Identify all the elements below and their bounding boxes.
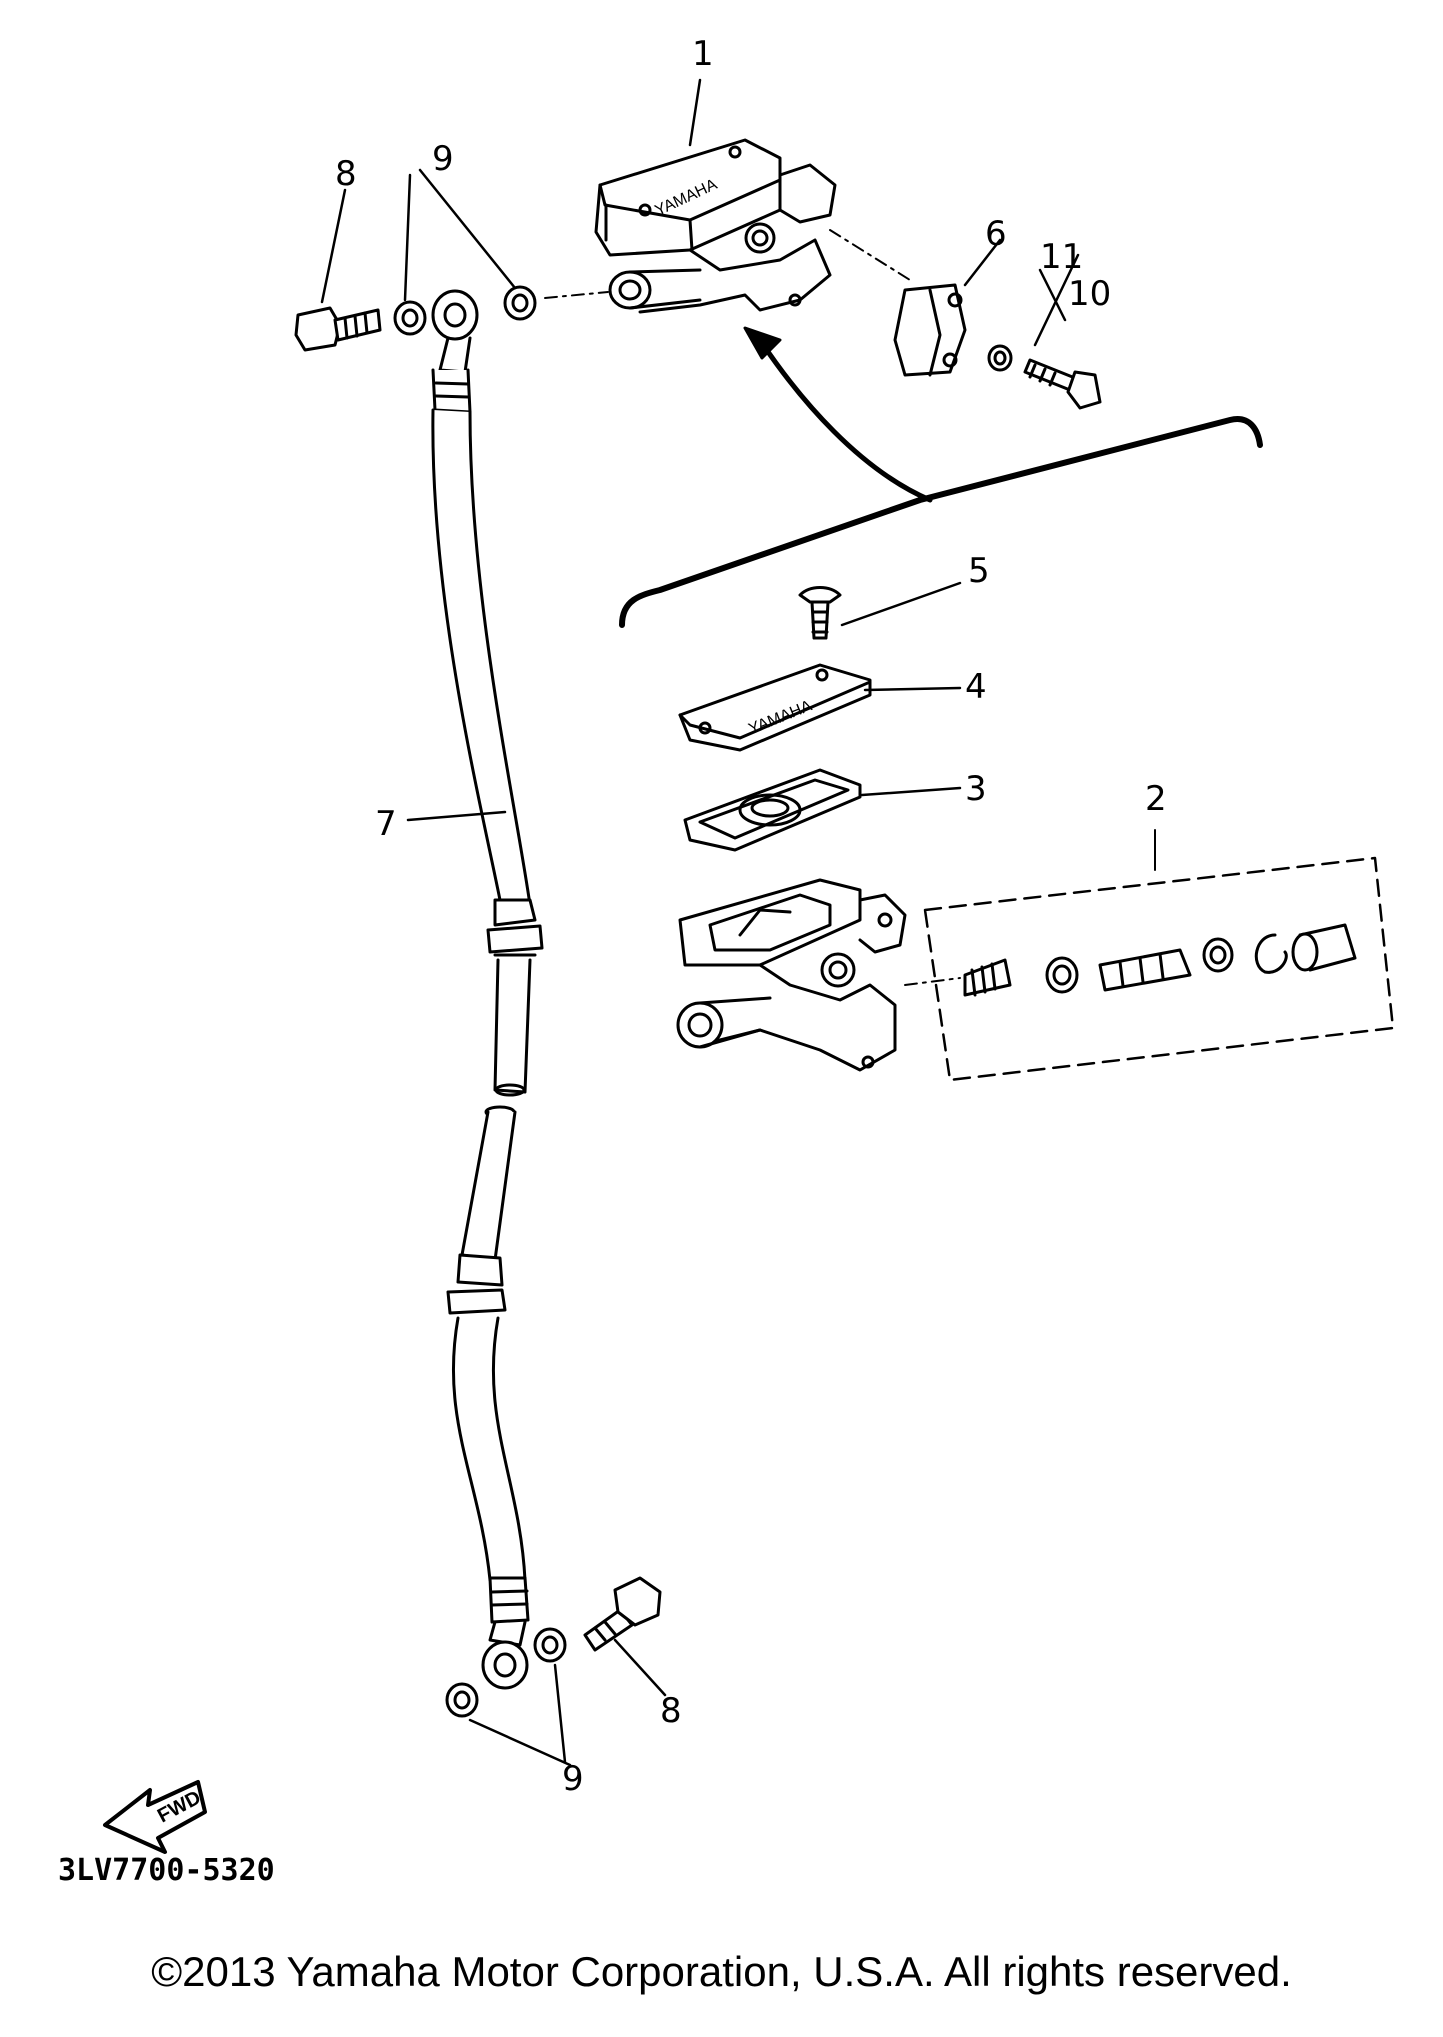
callout-1: 1 (692, 34, 714, 74)
union-bolt-top (294, 306, 382, 352)
callout-6: 6 (985, 214, 1007, 254)
callout-8-top: 8 (335, 154, 357, 194)
washer-part-11 (987, 344, 1013, 372)
callout-11: 11 (1040, 237, 1083, 277)
washer-top-right (503, 285, 537, 321)
piston-kit-parts (963, 923, 1357, 997)
callout-7: 7 (375, 804, 397, 844)
bolt-part-10 (1023, 358, 1102, 410)
clamp-part (893, 283, 967, 377)
banjo-fitting-bottom (481, 1620, 529, 1690)
union-bolt-bottom (583, 1576, 662, 1652)
diaphragm-part-3 (683, 768, 862, 852)
part-code: 3LV7700-5320 (58, 1853, 275, 1888)
callout-3: 3 (965, 769, 987, 809)
callout-10: 10 (1068, 274, 1111, 314)
screw-part-5 (798, 586, 842, 640)
washer-bottom-right (533, 1627, 567, 1663)
callout-9-top: 9 (432, 139, 454, 179)
banjo-fitting-top (431, 289, 479, 374)
fwd-arrow-icon: FWD (103, 1780, 207, 1854)
washer-top-left (393, 300, 427, 336)
reservoir-cap-part-4: YAMAHA (678, 663, 872, 752)
washer-bottom-left (445, 1682, 479, 1718)
copyright-notice: ©2013 Yamaha Motor Corporation, U.S.A. A… (151, 1948, 1292, 1995)
callout-2: 2 (1145, 779, 1167, 819)
callout-9-bottom: 9 (562, 1759, 584, 1799)
callout-8-bottom: 8 (660, 1691, 682, 1731)
master-cylinder-body (676, 878, 907, 1072)
brake-hose-part-7 (431, 368, 544, 1624)
master-cylinder-assembly: YAMAHA (594, 138, 837, 314)
callout-5: 5 (968, 551, 990, 591)
callout-4: 4 (965, 667, 987, 707)
